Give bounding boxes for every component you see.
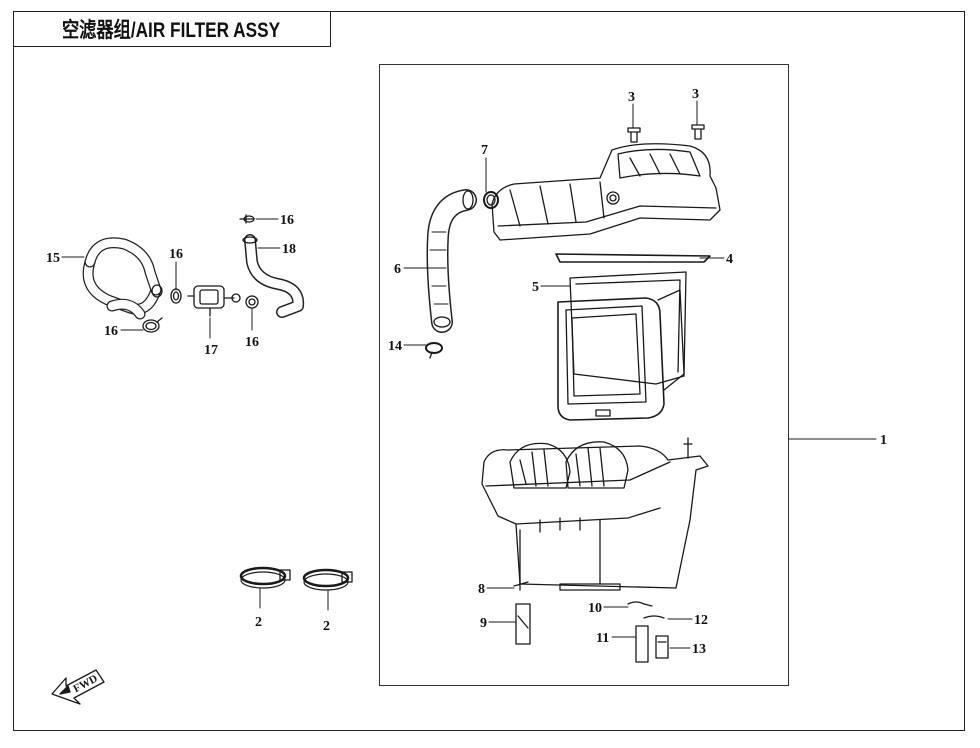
- callout-2b: 2: [323, 619, 330, 634]
- callout-15: 15: [46, 251, 60, 266]
- part-6-intake-hose: [426, 189, 477, 333]
- part-16-hose-clamp-d: [239, 214, 255, 224]
- forward-direction-arrow: [51, 669, 105, 705]
- part-2-large-hose-clamp-a: [239, 566, 291, 589]
- part-14-hose-clamp: [425, 342, 443, 359]
- callout-6: 6: [394, 262, 401, 277]
- callout-labels: 1 3 3 4 5 6 7 8 9 10 11 12 13 14 15 16 1…: [46, 87, 887, 657]
- part-8-clamp: [513, 579, 529, 591]
- callout-16d: 16: [280, 213, 294, 228]
- part-5-air-filter-element: [557, 271, 687, 421]
- part-13-drain-plug: [655, 635, 669, 659]
- callout-11: 11: [596, 631, 609, 646]
- part-18-hose: [242, 234, 305, 318]
- part-11-drain-tube: [635, 625, 649, 663]
- callout-3a: 3: [628, 90, 635, 105]
- callout-12: 12: [694, 613, 708, 628]
- part-17-check-valve: [187, 285, 241, 317]
- callout-16b: 16: [104, 324, 118, 339]
- part-10-clamp: [627, 601, 653, 607]
- part-15-breather-hose: [82, 237, 163, 320]
- part-7-hose-clamp: [483, 191, 499, 209]
- callout-3b: 3: [692, 87, 699, 102]
- part-12-clamp: [643, 615, 665, 619]
- callout-2a: 2: [255, 615, 262, 630]
- callout-1: 1: [880, 433, 887, 448]
- part-3-screw-a: [627, 127, 641, 143]
- part-3-screw-b: [691, 124, 705, 140]
- callout-18: 18: [282, 242, 296, 257]
- part-2-large-hose-clamp-b: [302, 568, 353, 591]
- page-title: 空滤器组/AIR FILTER ASSY: [62, 18, 281, 42]
- callout-7: 7: [481, 143, 488, 158]
- part-16-hose-clamp-a: [142, 317, 163, 333]
- part-9-drain-tube: [515, 603, 531, 645]
- callout-16a: 16: [169, 247, 183, 262]
- assembly-boundary-box: [379, 64, 789, 686]
- callout-17: 17: [204, 343, 218, 358]
- airbox-top-cover: [491, 143, 721, 241]
- callout-16c: 16: [245, 335, 259, 350]
- part-16-hose-clamp-c: [245, 295, 259, 309]
- title-block: 空滤器组/AIR FILTER ASSY: [13, 11, 331, 47]
- callout-9: 9: [480, 616, 487, 631]
- part-16-hose-clamp-b: [170, 288, 182, 304]
- leader-lines: [61, 100, 877, 649]
- airbox-lower-housing: [481, 437, 709, 591]
- callout-14: 14: [388, 339, 402, 354]
- callout-10: 10: [588, 601, 602, 616]
- callout-8: 8: [478, 582, 485, 597]
- callout-5: 5: [532, 280, 539, 295]
- callout-13: 13: [692, 642, 706, 657]
- drawing-frame: [13, 11, 965, 731]
- part-4-seal-gasket: [555, 253, 711, 263]
- callout-4: 4: [726, 252, 733, 267]
